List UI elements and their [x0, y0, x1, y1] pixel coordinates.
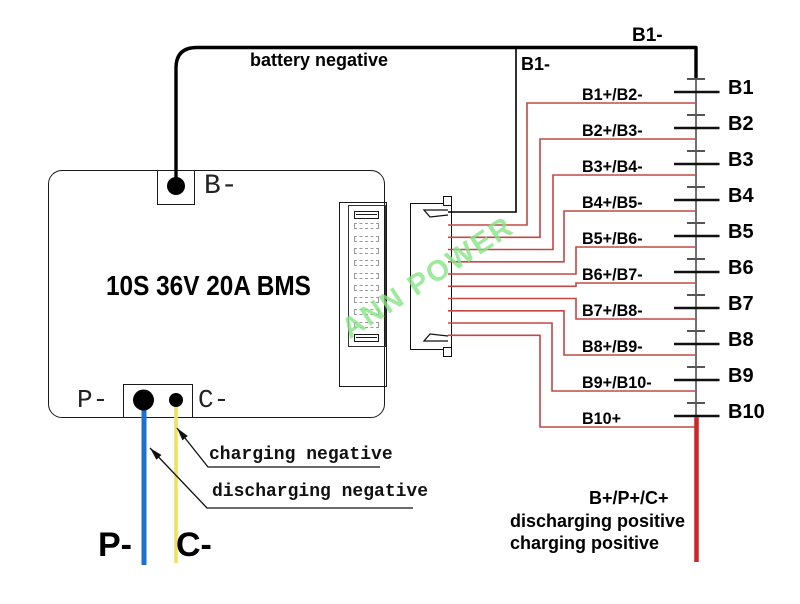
cell-label-B3: B3 [728, 149, 754, 171]
plug-latch-hook-bottom [422, 333, 449, 342]
plug-latch-tab-top [443, 196, 452, 206]
sense-wire-label-B9: B9+/B10- [582, 373, 652, 392]
sense-wire-B1 [448, 102, 696, 226]
p-minus-solder-dot [133, 389, 154, 411]
pin-contact-line [356, 214, 377, 215]
connector-pin-6 [354, 272, 379, 279]
b-minus-terminal-label: B- [204, 171, 238, 202]
cell-label-B9: B9 [728, 365, 754, 387]
p-minus-terminal-label: P- [77, 385, 109, 415]
sense-wire-label-B3: B3+/B4- [582, 157, 643, 176]
cell-label-B1: B1 [728, 77, 754, 99]
sense-wire-label-B5: B5+/B6- [582, 229, 643, 248]
sense-wire-label-B6: B6+/B7- [582, 265, 643, 284]
cell-label-B8: B8 [728, 329, 754, 351]
charging-negative-leader-line [176, 427, 380, 468]
connector-pin-11 [354, 334, 379, 342]
discharging-negative-arrowhead [150, 448, 162, 460]
sense-wire-B8 [448, 310, 696, 356]
discharging-positive-label: discharging positive [510, 511, 686, 531]
connector-pin-8 [354, 297, 379, 304]
b1-minus-top-label: B1- [632, 25, 663, 46]
connector-pin-4 [354, 247, 379, 254]
c-minus-terminal-label: C- [198, 385, 230, 415]
sense-wire-B4 [448, 210, 696, 263]
main-negative-wire [174, 45, 698, 187]
connector-pin-5 [354, 260, 379, 267]
sense-wire-B6 [448, 282, 696, 288]
connector-pin-1 [354, 211, 379, 219]
sense-wire-label-B2: B2+/B3- [582, 121, 643, 140]
cell-label-B5: B5 [728, 221, 754, 243]
sense-wire-label-B7: B7+/B8- [582, 301, 643, 320]
plug-latch-hook-top [422, 209, 449, 218]
sense-wire-label-B8: B8+/B9- [582, 337, 643, 356]
bms-title: 10S 36V 20A BMS [106, 270, 311, 301]
pc-terminal-block [123, 384, 193, 418]
cell-label-B6: B6 [728, 257, 754, 279]
connector-pins [349, 206, 385, 346]
connector-pin-10 [354, 321, 379, 328]
discharging-negative-label: discharging negative [212, 482, 429, 502]
b1-minus-branch-label: B1- [521, 54, 551, 74]
sense-wire-B2 [448, 138, 696, 239]
connector-pin-2 [354, 223, 379, 230]
charging-negative-arrowhead [177, 428, 188, 441]
plug-latch-tab-bottom [443, 347, 452, 357]
sense-wire-B7 [448, 297, 696, 320]
cell-label-B7: B7 [728, 293, 754, 315]
balance-connector-pin-housing [348, 205, 386, 347]
sense-wire-label-B4: B4+/B5- [582, 193, 643, 212]
cell-label-B2: B2 [728, 113, 754, 135]
battery-negative-label: battery negative [250, 50, 389, 70]
p-minus-wire-label: P- [98, 526, 132, 564]
b-minus-solder-dot [167, 177, 185, 195]
sense-wire-B9 [448, 322, 696, 392]
positive-terminal-label: B+/P+/C+ [589, 488, 669, 508]
c-minus-solder-dot [169, 393, 183, 407]
sense-wire-label-B10: B10+ [582, 409, 622, 428]
cell-label-B4: B4 [728, 185, 754, 207]
c-minus-wire-label: C- [176, 526, 212, 564]
connector-pin-7 [354, 284, 379, 291]
charging-positive-label: charging positive [510, 533, 660, 553]
sense-wire-B3 [448, 174, 696, 251]
discharging-negative-leader-line [149, 447, 413, 509]
bms-board [48, 170, 385, 418]
charging-negative-label: charging negative [209, 445, 393, 465]
connector-pin-9 [354, 309, 379, 316]
balance-plug [410, 203, 452, 350]
b1-minus-balance-wire [448, 49, 517, 213]
sense-wire-B10 [448, 334, 696, 428]
connector-pin-3 [354, 235, 379, 242]
cell-label-B10: B10 [728, 401, 765, 423]
sense-wire-label-B1: B1+/B2- [582, 85, 643, 104]
balance-connector-socket [339, 202, 387, 387]
sense-wire-B5 [448, 246, 696, 275]
pin-contact-line [356, 337, 377, 338]
